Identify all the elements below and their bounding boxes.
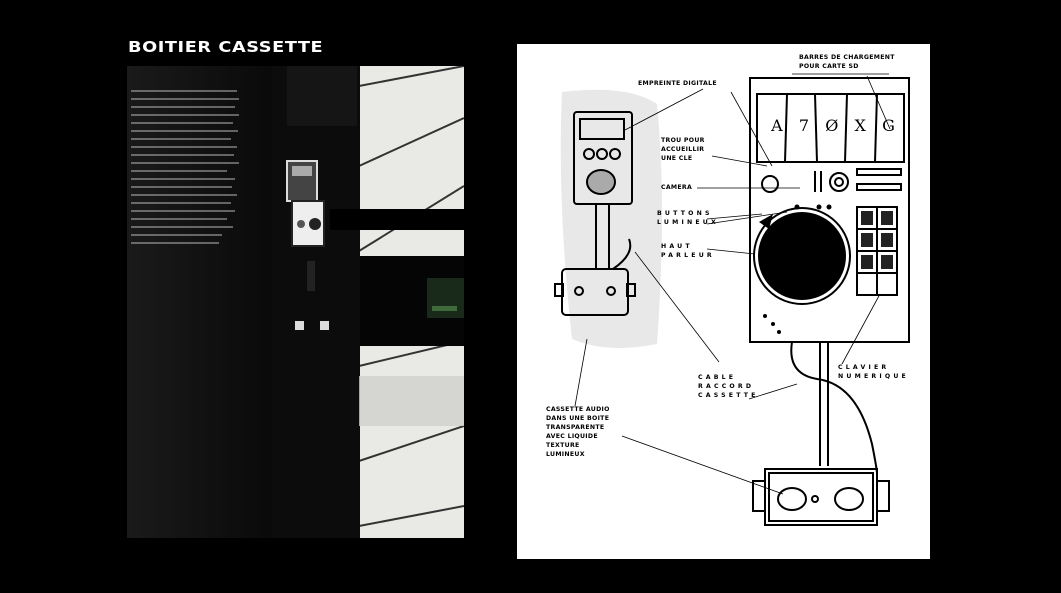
page-title: BOITIER CASSETTE bbox=[128, 38, 324, 56]
sketch-panel: A 7 Ø X G EMPREINTE DIGITALE BARRES DE C… bbox=[517, 44, 930, 559]
label-cable: CABLE RACCORD CASSETTE bbox=[698, 374, 759, 399]
installation-photo bbox=[127, 66, 464, 538]
arrow-shaft bbox=[330, 209, 515, 230]
label-camera: CAMERA bbox=[661, 184, 693, 191]
label-clavier: CLAVIER NUMERIQUE bbox=[838, 364, 909, 380]
sd-letter: Ø bbox=[825, 116, 839, 135]
label-empreinte: EMPREINTE DIGITALE bbox=[638, 80, 717, 87]
label-cassette: CASSETTE AUDIO DANS UNE BOITE TRANSPAREN… bbox=[546, 406, 610, 458]
label-buttons: BUTTONS LUMINEUX bbox=[657, 210, 720, 226]
sd-letter: X bbox=[854, 116, 866, 135]
label-trou: TROU POUR ACCUEILLIR UNE CLE bbox=[661, 137, 705, 162]
sd-letters: A 7 Ø X G bbox=[763, 116, 903, 135]
sd-letter: 7 bbox=[798, 116, 810, 135]
sd-letter: A bbox=[771, 116, 783, 135]
sd-letter: G bbox=[882, 116, 895, 135]
label-barres: BARRES DE CHARGEMENT POUR CARTE SD bbox=[799, 54, 895, 70]
label-haut-parleur: HAUT PARLEUR bbox=[661, 243, 715, 259]
